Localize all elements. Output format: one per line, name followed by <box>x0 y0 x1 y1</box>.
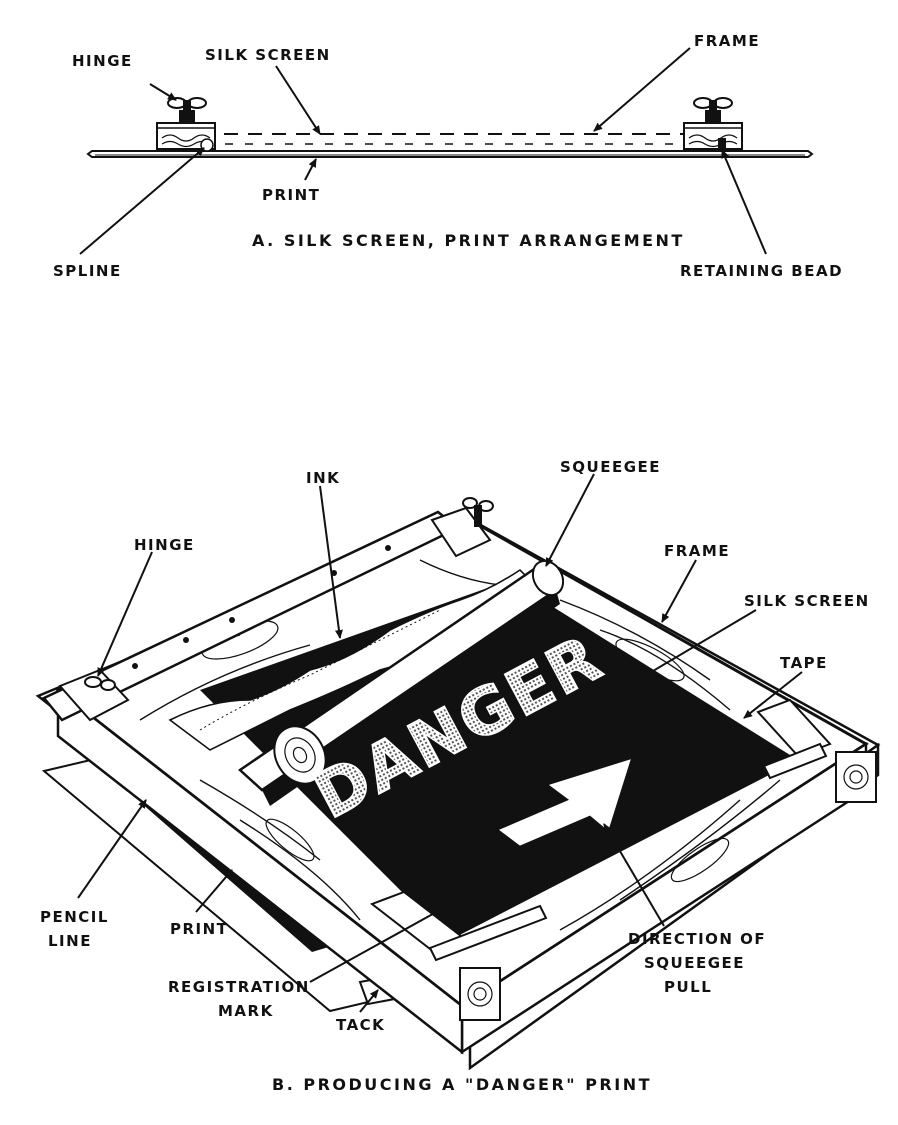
label-silk-screen-b: SILK SCREEN <box>744 592 870 610</box>
figure-a: HINGE SILK SCREEN FRAME PRINT A. SILK SC… <box>53 32 843 280</box>
label-pencil-line-1: PENCIL <box>40 908 109 926</box>
squeegee <box>237 559 565 806</box>
label-registration-1: REGISTRATION <box>168 978 310 996</box>
label-retaining-bead: RETAINING BEAD <box>680 262 843 280</box>
label-print-b: PRINT <box>170 920 228 938</box>
print-sheet-side-view <box>86 150 814 158</box>
label-pencil-line-2: LINE <box>48 932 92 950</box>
figure-b: DANGER INK SQUEEGEE HINGE FRAME SILK SCR… <box>35 458 881 1094</box>
label-frame-a: FRAME <box>694 32 760 50</box>
label-squeegee: SQUEEGEE <box>560 458 661 476</box>
label-direction-3: PULL <box>664 978 712 996</box>
leader-tack <box>359 989 379 1013</box>
label-spline: SPLINE <box>53 262 122 280</box>
label-frame-b: FRAME <box>664 542 730 560</box>
label-hinge-b: HINGE <box>134 536 195 554</box>
leader-registration-mark <box>309 909 441 983</box>
label-registration-2: MARK <box>218 1002 274 1020</box>
caption-a: A. SILK SCREEN, PRINT ARRANGEMENT <box>252 231 685 250</box>
ink-ridge <box>168 568 542 751</box>
label-print-a: PRINT <box>262 186 320 204</box>
leader-pencil-line <box>77 799 147 899</box>
leader-spline <box>79 147 205 255</box>
leader-print-a <box>304 158 317 181</box>
label-tape: TAPE <box>780 654 828 672</box>
label-direction-1: DIRECTION OF <box>628 930 766 948</box>
silk-screen-side-view <box>200 133 700 145</box>
leader-print-b <box>195 869 233 913</box>
label-silk-screen-a: SILK SCREEN <box>205 46 331 64</box>
leader-tape <box>743 671 803 719</box>
label-hinge-a: HINGE <box>72 52 133 70</box>
leader-retaining-bead <box>721 149 767 255</box>
left-frame-block <box>156 122 216 152</box>
leader-hinge-b <box>97 551 153 677</box>
caption-b: B. PRODUCING A "DANGER" PRINT <box>272 1075 652 1094</box>
frame-end-blocks <box>459 751 877 1021</box>
leader-direction <box>603 823 665 927</box>
label-direction-2: SQUEEGEE <box>644 954 745 972</box>
tape-strips <box>369 698 832 962</box>
label-tack: TACK <box>336 1016 385 1034</box>
left-hinge-wing-nut <box>167 97 207 124</box>
leader-frame-a <box>593 47 691 132</box>
hinge-bar <box>42 497 494 722</box>
leader-ink <box>319 485 343 639</box>
right-hinge-wing-nut <box>693 97 733 124</box>
leader-frame-b <box>661 559 697 623</box>
leader-silk-screen-a <box>275 65 321 135</box>
direction-arrow-shape <box>499 759 631 846</box>
right-frame-block <box>683 122 743 150</box>
leader-silk-screen-b <box>603 609 757 701</box>
leader-hinge-a <box>149 83 177 101</box>
leader-squeegee <box>545 473 595 567</box>
label-ink: INK <box>306 469 340 487</box>
